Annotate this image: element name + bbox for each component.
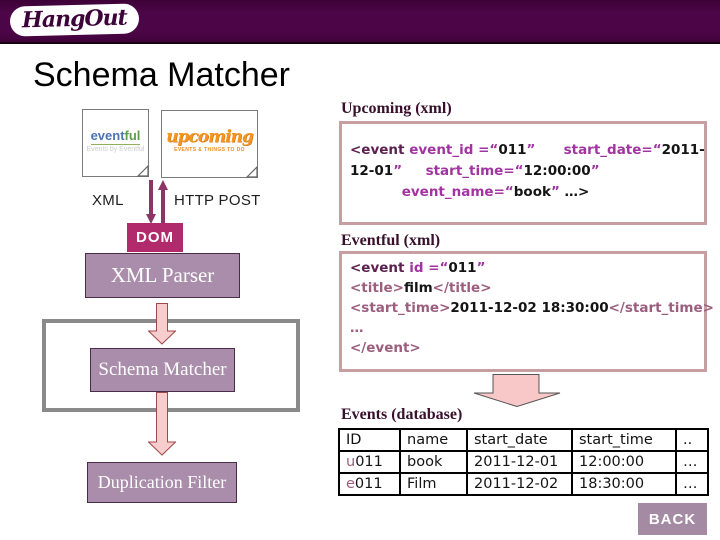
schema-matcher-box: Schema Matcher [90,348,235,392]
events-database-heading: Events (database) [341,406,463,423]
code-line: 12-01” start_time=“12:00:00” [350,163,600,179]
top-bar: HangOut [0,0,720,44]
duplication-filter-box: Duplication Filter [87,462,237,503]
upcoming-xml-heading: Upcoming (xml) [341,100,452,117]
eventful-tagline: Events by Eventful [86,146,145,153]
folded-corner-icon [137,165,149,177]
cell-more: … [675,472,709,496]
eventful-source-box: eventful Events by Eventful [82,109,149,177]
code-line: … [350,320,364,336]
eventful-logo: eventful [90,128,141,145]
xml-http-arrows-icon [146,180,168,224]
down-arrow-icon [473,374,561,407]
code-line: <start_time>2011-12-02 18:30:00</start_t… [350,300,714,316]
cell-start-time: 18:30:00 [571,472,677,496]
column-header-id: ID [338,428,401,452]
eventful-logo-part1: event [90,128,125,143]
eventful-logo-part2: ful [124,128,141,143]
cell-name: book [399,450,468,474]
cell-name: Film [399,472,468,496]
hangout-logo-text: HangOut [21,4,128,34]
table-row: u011 book 2011-12-01 12:00:00 … [338,450,709,474]
dom-box: DOM [127,223,183,252]
upcoming-tagline: EVENTS & THINGS TO DO [174,147,245,153]
xml-label: XML [92,192,124,209]
cell-start-time: 12:00:00 [571,450,677,474]
table-row: e011 Film 2011-12-02 18:30:00 … [338,472,709,496]
folded-corner-icon [246,166,258,178]
column-header-start-date: start_date [466,428,573,452]
upcoming-xml-code-box: <event event_id =“011” start_date=“2011-… [339,121,707,225]
code-line: event_name=“book” …> [401,184,590,200]
eventful-xml-heading: Eventful (xml) [341,232,441,249]
back-button[interactable]: BACK [638,503,707,535]
table-header-row: ID name start_date start_time .. [338,428,709,452]
down-arrow-icon [148,303,176,345]
column-header-name: name [399,428,468,452]
upcoming-logo: upcoming [166,127,254,147]
http-post-label: HTTP POST [174,192,261,209]
down-arrow-icon [148,392,176,456]
code-line: </event> [350,340,421,356]
code-line: <event id =“011” [350,260,486,276]
cell-more: … [675,450,709,474]
cell-id: e011 [338,472,401,496]
column-header-start-time: start_time [571,428,677,452]
xml-parser-box: XML Parser [85,253,240,298]
code-line: <title>film</title> [350,280,492,296]
cell-id: u011 [338,450,401,474]
eventful-xml-code-box: <event id =“011” <title>film</title> <st… [339,251,714,372]
events-table: ID name start_date start_time .. u011 bo… [338,428,709,496]
hangout-logo: HangOut [9,3,140,37]
cell-start-date: 2011-12-01 [466,450,573,474]
cell-start-date: 2011-12-02 [466,472,573,496]
upcoming-source-box: upcoming EVENTS & THINGS TO DO [161,110,258,178]
code-line: <event event_id =“011” start_date=“2011- [350,142,705,158]
column-header-more: .. [675,428,709,452]
page-title: Schema Matcher [33,56,290,94]
